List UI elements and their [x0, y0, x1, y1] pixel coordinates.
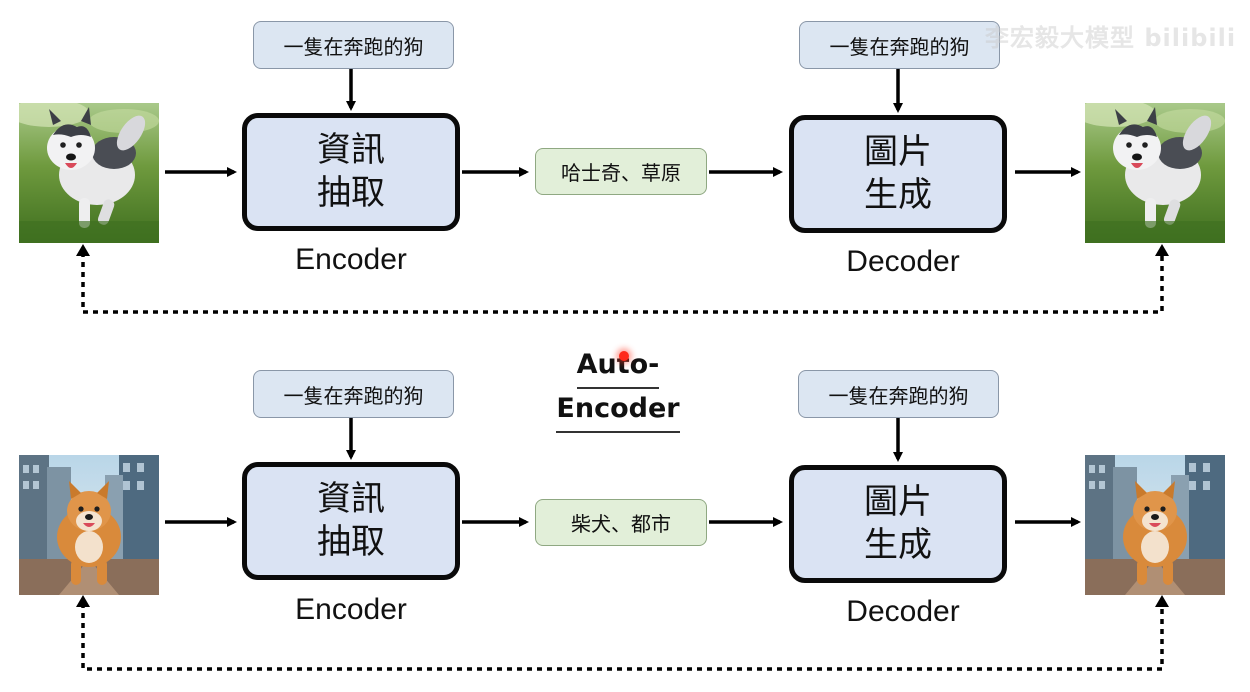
- latent-code-2: 柴犬、都市: [535, 499, 707, 546]
- shiba-in-city-output-image: [1085, 455, 1225, 595]
- laser-pointer-dot: [619, 351, 629, 361]
- decoder-label-line2: 生成: [864, 175, 932, 215]
- title-line1: Auto-: [576, 345, 660, 389]
- autoencoder-title: Auto- Encoder: [548, 345, 688, 433]
- decoder-prompt-text: 一隻在奔跑的狗: [829, 34, 970, 59]
- bilibili-watermark: 李宏毅大模型 bilibili: [985, 24, 1237, 52]
- decoder-label-line1: 圖片: [864, 482, 932, 522]
- latent-code-text: 柴犬、都市: [571, 512, 671, 536]
- encoder-block-2: 資訊 抽取: [242, 462, 460, 580]
- encoder-label-line2: 抽取: [317, 522, 385, 562]
- decoder-label-line2: 生成: [864, 525, 932, 565]
- encoder-prompt-2: 一隻在奔跑的狗: [253, 370, 454, 418]
- decoder-prompt-text: 一隻在奔跑的狗: [828, 383, 969, 408]
- title-line2: Encoder: [556, 389, 680, 433]
- dotted-reconstruction-loop-2: [81, 603, 1164, 671]
- decoder-caption-1: Decoder: [846, 245, 960, 278]
- encoder-caption-1: Encoder: [295, 243, 407, 276]
- encoder-block-1: 資訊 抽取: [242, 113, 460, 231]
- latent-code-text: 哈士奇、草原: [561, 161, 681, 185]
- encoder-prompt-text: 一隻在奔跑的狗: [283, 34, 424, 59]
- decoder-block-2: 圖片 生成: [789, 465, 1007, 583]
- decoder-label-line1: 圖片: [864, 132, 932, 172]
- encoder-caption-2: Encoder: [295, 593, 407, 626]
- dotted-reconstruction-loop-1: [81, 252, 1164, 314]
- encoder-label-line1: 資訊: [317, 479, 385, 519]
- decoder-prompt-2: 一隻在奔跑的狗: [798, 370, 999, 418]
- decoder-prompt-1: 一隻在奔跑的狗: [799, 21, 1000, 69]
- husky-on-grass-output-image: [1085, 103, 1225, 243]
- shiba-in-city-image: [19, 455, 159, 595]
- encoder-prompt-text: 一隻在奔跑的狗: [283, 383, 424, 408]
- encoder-label-line2: 抽取: [317, 173, 385, 213]
- decoder-caption-2: Decoder: [846, 595, 960, 628]
- latent-code-1: 哈士奇、草原: [535, 148, 707, 195]
- encoder-prompt-1: 一隻在奔跑的狗: [253, 21, 454, 69]
- encoder-label-line1: 資訊: [317, 130, 385, 170]
- decoder-block-1: 圖片 生成: [789, 115, 1007, 233]
- husky-on-grass-image: [19, 103, 159, 243]
